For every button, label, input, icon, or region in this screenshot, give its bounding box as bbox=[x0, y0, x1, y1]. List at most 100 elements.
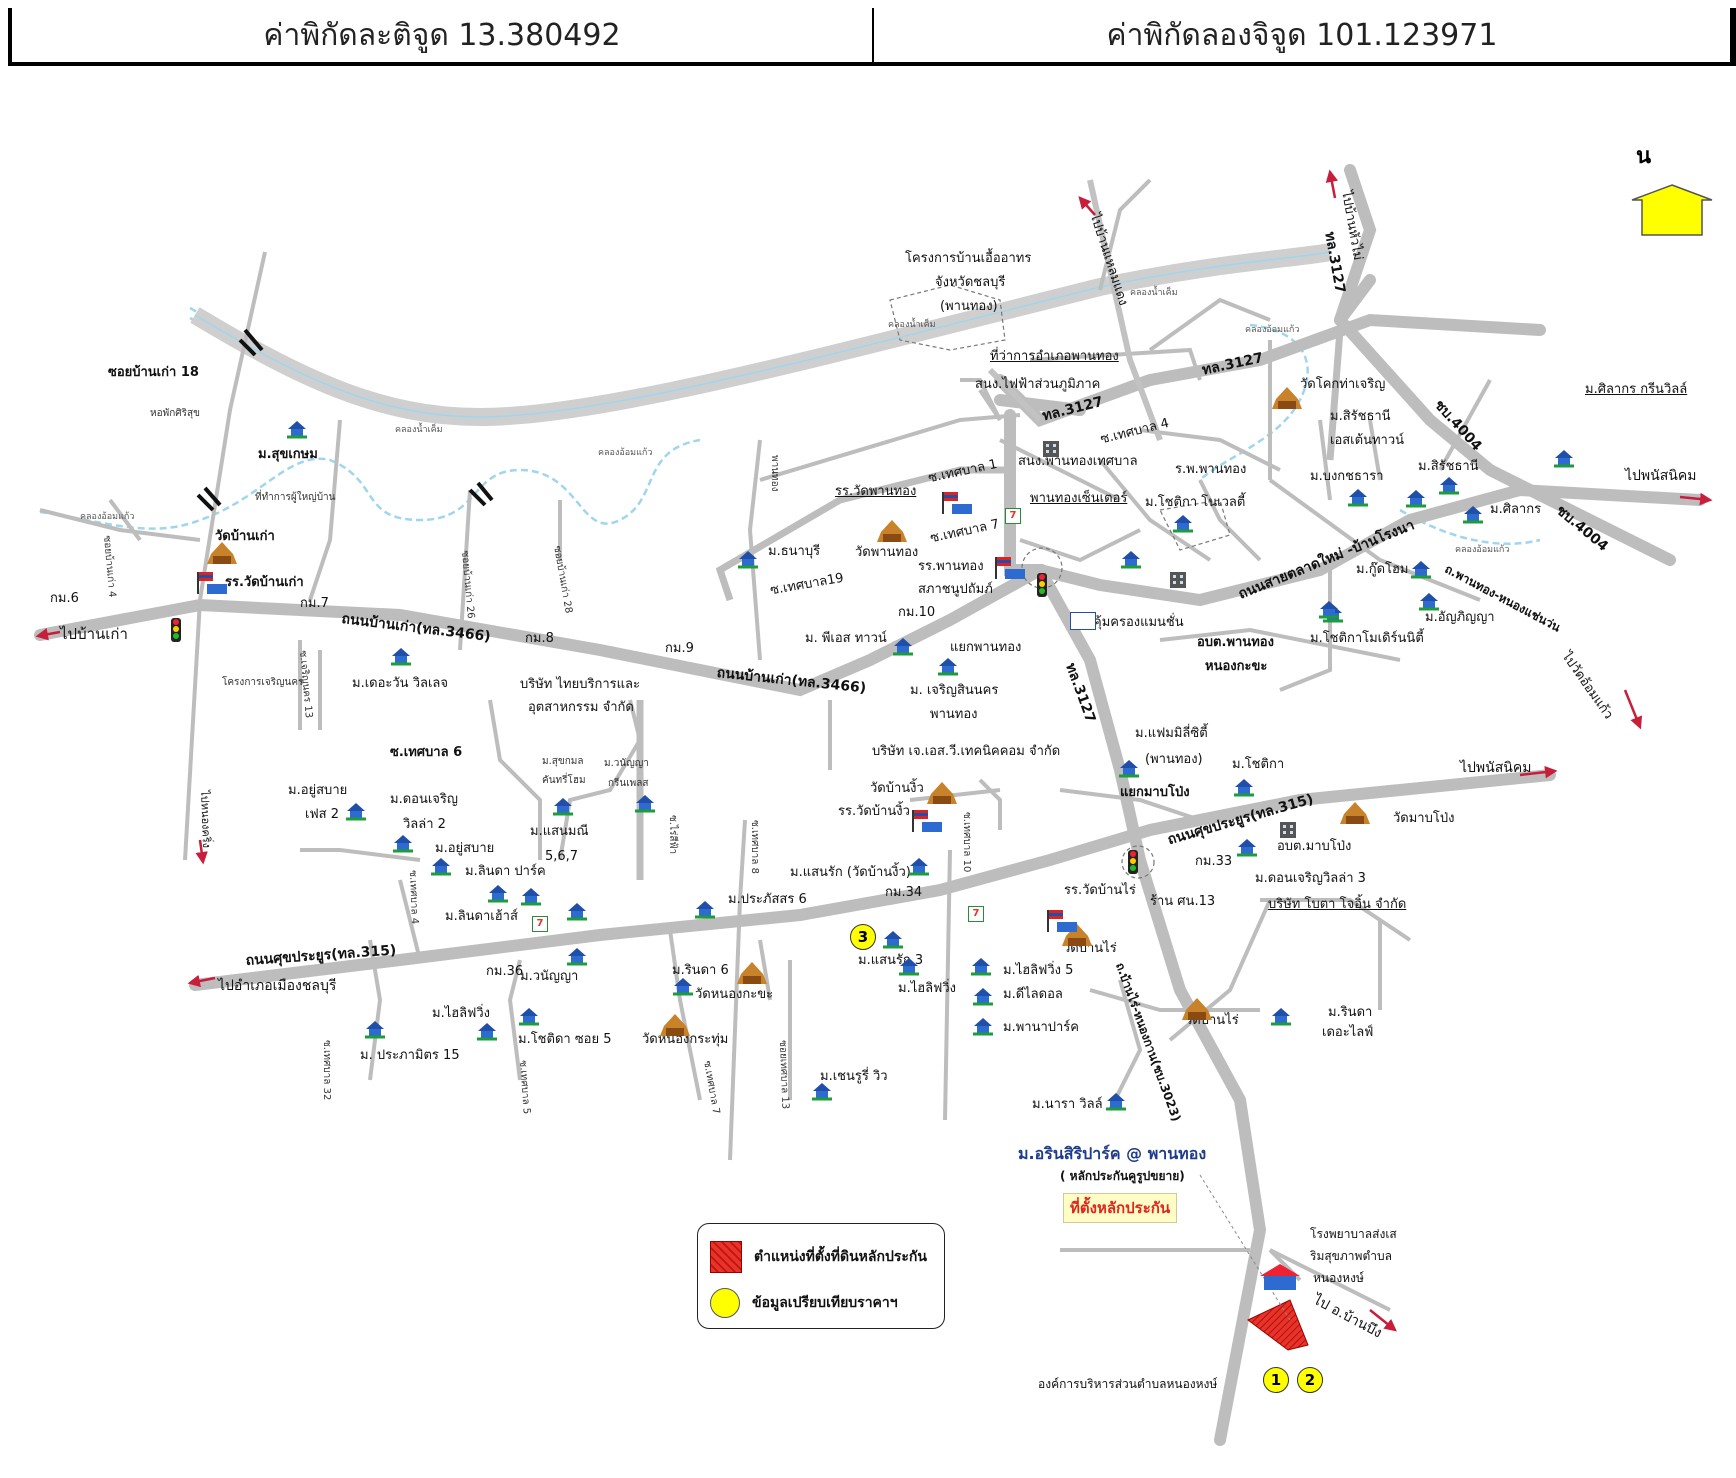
comparable-marker-1: 1 bbox=[1263, 1367, 1289, 1393]
house-icon bbox=[365, 1021, 385, 1039]
legend-comparable-label: ข้อมูลเปรียบเทียบราคาฯ bbox=[752, 1295, 898, 1311]
comparable-marker-3: 3 bbox=[850, 924, 876, 950]
m-silakorn-label: ม.ศิลากร bbox=[1490, 502, 1542, 517]
bridge-icon bbox=[196, 328, 494, 512]
seven-eleven-icon: 7 bbox=[1005, 508, 1021, 524]
legend: ตำแหน่งที่ตั้งที่ดินหลักประกัน ข้อมูลเปร… bbox=[697, 1223, 945, 1329]
house-icon bbox=[567, 948, 587, 966]
to-phanat-nikhom-2: ไปพนัสนิคม bbox=[1625, 468, 1697, 484]
wat-phanthong-label: วัดพานทอง bbox=[855, 545, 919, 560]
housing-project-label: โครงการบ้านเอื้ออาทร bbox=[905, 251, 1032, 266]
legend-comparable: ข้อมูลเปรียบเทียบราคาฯ bbox=[710, 1288, 898, 1318]
municipality-label: สนง.พานทองเทศบาล bbox=[1018, 454, 1138, 469]
phanthong-center-label: พานทองเซ็นเตอร์ bbox=[1030, 491, 1128, 506]
canal-label-6: คลองอ้อมแก้ว bbox=[598, 448, 653, 458]
seven-eleven-icon: 7 bbox=[532, 916, 548, 932]
house-icon bbox=[909, 858, 929, 876]
house-icon bbox=[1439, 477, 1459, 495]
wat-baan-ngiw-label: วัดบ้านงิ้ว bbox=[870, 781, 924, 796]
roads-overlay bbox=[987, 179, 1163, 442]
canal-label-2: คลองน้ำเค็ม bbox=[888, 320, 936, 330]
m-chotika-modern-label: ม.โชติกาโมเดิร์นนิตี้ bbox=[1310, 631, 1424, 646]
wat-mabpong-label: วัดมาบโป่ง bbox=[1393, 811, 1455, 826]
m-silakorn-green-label: ม.ศิลากร กรีนวิลล์ bbox=[1585, 382, 1688, 397]
m-charoen-label-2: พานทอง bbox=[930, 707, 978, 722]
m-yoosabai-label: ม.อยู่สบาย bbox=[435, 841, 495, 856]
bota-label: บริษัท โบตา โจอิ้น จำกัด bbox=[1268, 897, 1407, 912]
house-icon bbox=[971, 958, 991, 976]
temple-icon bbox=[1182, 998, 1212, 1020]
house-icon bbox=[1348, 489, 1368, 507]
shop13-label: ร้าน ศน.13 bbox=[1150, 894, 1216, 909]
house-icon bbox=[346, 803, 366, 821]
house-icon bbox=[553, 798, 573, 816]
thai-borikan-label-2: อุตสาหกรรม จำกัด bbox=[528, 700, 634, 715]
soi-tesaban13-label: ซอยเทศบาล 13 bbox=[777, 1040, 791, 1110]
house-icon bbox=[1271, 1008, 1291, 1026]
school-flag-icon bbox=[942, 492, 972, 514]
m-prapasorn-label: ม.ประภัสสร 6 bbox=[728, 892, 807, 907]
yaek-mabpong-label: แยกมาบโป่ง bbox=[1120, 785, 1190, 800]
house-icon bbox=[673, 978, 693, 996]
m-linda-park-label: ม.ลินดา ปาร์ค bbox=[465, 864, 546, 879]
school-flag-icon bbox=[197, 572, 227, 594]
m-donjaroen2-label-2: วิลล่า 2 bbox=[403, 817, 446, 832]
to-nong-krueng: ไปหนองคริ่ง bbox=[198, 789, 214, 849]
major-roads bbox=[34, 164, 1706, 1446]
school-flag-icon bbox=[995, 557, 1025, 579]
house-icon bbox=[1419, 593, 1439, 611]
wat-khok-label: วัดโคกท่าเจริญ bbox=[1300, 377, 1386, 392]
m-family-city-label: ม.แฟมมิลี่ซิตี้ bbox=[1135, 726, 1208, 741]
m-highliving-label: ม.ไฮลิฟวิ่ง bbox=[898, 981, 956, 996]
soi-baanrai-label: ซ.ไร่สีฟ้า bbox=[667, 815, 678, 855]
legend-subject-label: ตำแหน่งที่ตั้งที่ดินหลักประกัน bbox=[754, 1249, 927, 1265]
house-icon bbox=[1119, 760, 1139, 778]
soi-tesaban6-label: ซ.เทศบาล 6 bbox=[390, 745, 463, 760]
health-hospital-label: โรงพยาบาลส่งเส bbox=[1310, 1227, 1397, 1241]
house-icon bbox=[1554, 450, 1574, 468]
canal-label-1: คลองน้ำเค็ม bbox=[1130, 288, 1178, 298]
m-donjaroen3-label: ม.ดอนเจริญวิลล่า 3 bbox=[1255, 871, 1366, 886]
house-icon bbox=[1406, 490, 1426, 508]
health-hospital-label-2: ริมสุขภาพตำบล bbox=[1310, 1249, 1392, 1263]
comparable-swatch bbox=[710, 1288, 740, 1318]
headman-label: ที่ทำการผู้ใหญ่บ้าน bbox=[255, 492, 336, 503]
traffic-light-icon bbox=[1128, 850, 1138, 874]
house-icon bbox=[635, 795, 655, 813]
house-icon bbox=[1463, 506, 1483, 524]
m-sukmon-label: ม.สุขกมล bbox=[542, 756, 584, 767]
school-phanthong-label: รร.พานทอง bbox=[918, 559, 984, 574]
m-sukkasem-label: ม.สุขเกษม bbox=[258, 447, 318, 462]
canal-label-3: คลองน้ำเค็ม bbox=[395, 425, 443, 435]
school-flag-icon bbox=[912, 810, 942, 832]
subject-swatch bbox=[710, 1241, 742, 1273]
km8-label: กม.8 bbox=[525, 631, 554, 646]
house-icon bbox=[883, 931, 903, 949]
canal-road bbox=[190, 243, 1332, 427]
m-chotika-5-label: ม.โชติดา ซอย 5 bbox=[518, 1032, 612, 1047]
charoen-project-label: โครงการเจริญนคร bbox=[222, 677, 304, 688]
latitude-label: ค่าพิกัดละติจูด 13.380492 bbox=[263, 17, 621, 53]
seven-eleven-icon: 7 bbox=[968, 906, 984, 922]
m-prapamit-label: ม. ประภามิตร 15 bbox=[360, 1048, 460, 1063]
m-thanaburi-label: ม.ธนาบุรี bbox=[768, 544, 821, 559]
house-icon bbox=[695, 901, 715, 919]
temple-icon bbox=[207, 542, 237, 564]
lotus-icon bbox=[1070, 612, 1096, 630]
km6-label: กม.6 bbox=[50, 591, 79, 606]
thai-borikan-label: บริษัท ไทยบริการและ bbox=[520, 677, 640, 692]
school-baankao-label: รร.วัดบ้านเก่า bbox=[225, 575, 304, 590]
m-saenmanee-label: ม.แสนมณี bbox=[530, 824, 589, 839]
yaek-phanthong-label: แยกพานทอง bbox=[950, 640, 1022, 655]
soi-tesaban10-label: ซ.เทศบาล 10 bbox=[961, 812, 972, 873]
school-wat-phanthong-label: รร.วัดพานทอง bbox=[835, 484, 917, 499]
office-icon bbox=[1170, 572, 1186, 588]
house-icon bbox=[1237, 839, 1257, 857]
school-wat-baanrai-label: รร.วัดบ้านไร่ bbox=[1064, 883, 1136, 898]
m-yoosabai-place-label-2: เฟส 2 bbox=[305, 807, 339, 822]
km7-label: กม.7 bbox=[300, 596, 329, 611]
m-family-city-label-2: (พานทอง) bbox=[1145, 752, 1203, 767]
wat-nong-kakha-label: วัดหนองกะขะ bbox=[695, 987, 774, 1002]
temple-icon bbox=[1272, 387, 1302, 409]
